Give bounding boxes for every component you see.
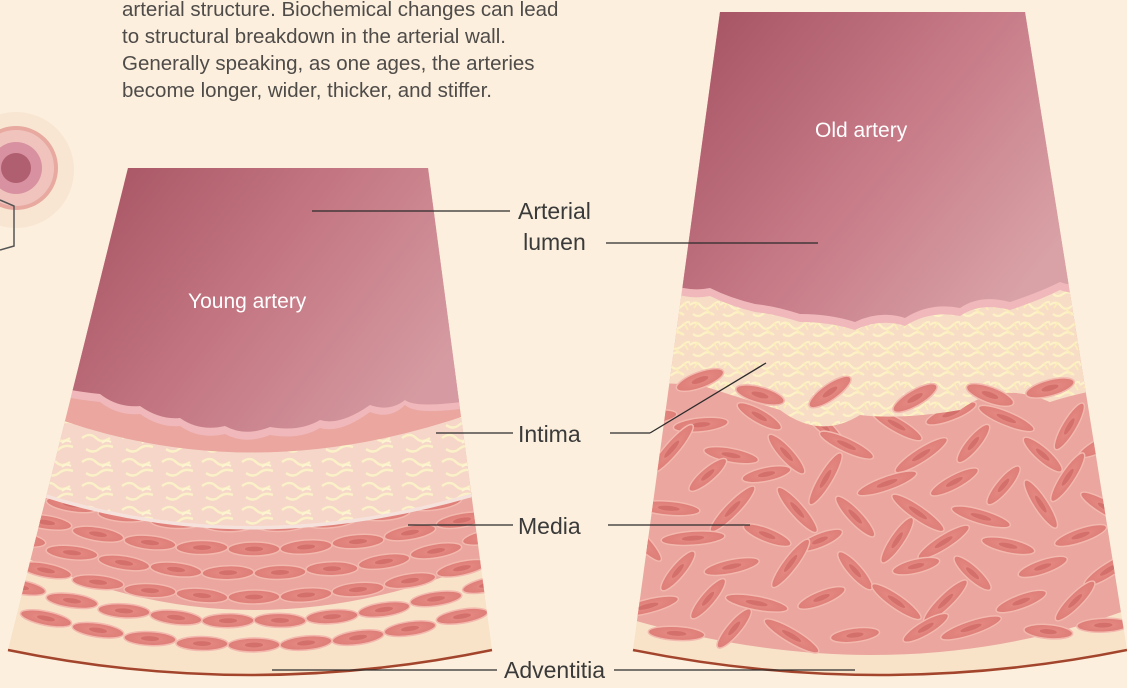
young-muscle-cell-nucleus [505,548,524,556]
arterial-lumen-label: Arterial lumen [514,199,595,255]
adventitia-label: Adventitia [500,658,609,683]
old-artery-title: Old artery [815,119,907,143]
arterial-lumen-label-line1: Arterial [518,199,591,224]
young-muscle-cell-nucleus [11,535,30,543]
old-lumen [600,0,1127,322]
old-muscle-cell-nucleus [631,530,649,548]
young-muscle-cell [487,588,541,612]
young-artery-section [0,160,541,688]
young-muscle-cell-nucleus [505,596,524,605]
old-muscle-cell-nucleus [622,471,640,485]
young-muscle-cell-nucleus [479,533,498,541]
artery-cross-section-icon [0,112,74,250]
young-muscle-cell-nucleus [479,484,498,493]
young-muscle-cell [0,479,47,503]
young-muscle-cell [487,541,541,565]
old-muscle-cell-nucleus [639,414,659,421]
intima-label: Intima [514,422,585,447]
arterial-lumen-label-line2: lumen [518,230,591,255]
young-muscle-cell-nucleus [505,500,524,509]
young-artery-title: Young artery [188,290,306,314]
old-muscle-cell-nucleus [1094,437,1114,450]
young-muscle-cell-nucleus [11,487,30,495]
old-muscle-cell [605,458,657,498]
media-label: Media [514,514,585,539]
old-artery-section [600,0,1127,688]
